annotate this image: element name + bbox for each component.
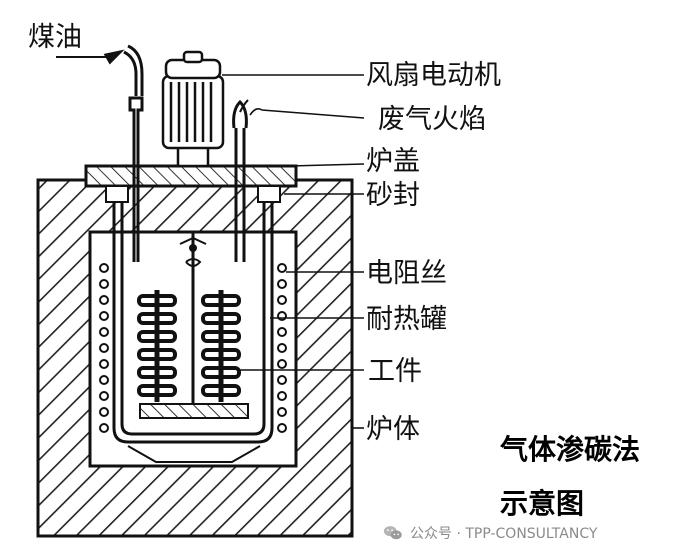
workpiece-left xyxy=(137,290,177,402)
heat-resistant-tank xyxy=(112,188,274,463)
label-furnace-body: 炉体 xyxy=(366,414,420,445)
label-fan-motor: 风扇电动机 xyxy=(366,60,501,91)
label-sand-seal: 砂封 xyxy=(366,180,420,211)
kerosene-pipe xyxy=(56,44,144,262)
label-exhaust-flame: 废气火焰 xyxy=(378,104,486,135)
furnace-body xyxy=(36,178,354,538)
exhaust-pipe xyxy=(232,99,249,262)
label-furnace-lid: 炉盖 xyxy=(366,146,420,177)
label-kerosene: 煤油 xyxy=(28,22,82,53)
caption-line-1: 气体渗碳法 xyxy=(500,433,641,466)
workpiece-fixture xyxy=(139,232,249,419)
resistance-wire-coils xyxy=(99,263,287,433)
watermark: 公众号 · TPP-CONSULTANCY xyxy=(382,520,597,546)
sand-seal xyxy=(105,185,281,203)
leader-lines xyxy=(222,74,365,429)
fan-motor xyxy=(161,50,225,168)
fan-impeller xyxy=(179,236,207,267)
label-resistance-wire: 电阻丝 xyxy=(366,258,447,289)
furnace-lid xyxy=(84,164,298,188)
label-workpiece: 工件 xyxy=(368,356,422,387)
label-heat-resistant-tank: 耐热罐 xyxy=(366,304,447,335)
workpiece-right xyxy=(201,290,241,402)
caption-line-2: 示意图 xyxy=(500,487,585,520)
wechat-icon xyxy=(383,526,402,540)
watermark-text: 公众号 · TPP-CONSULTANCY xyxy=(410,526,598,542)
